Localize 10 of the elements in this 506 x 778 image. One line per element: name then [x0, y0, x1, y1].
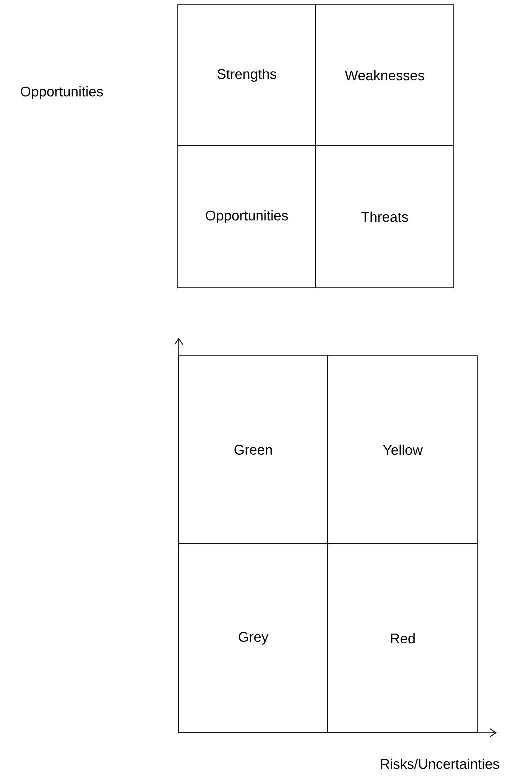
grid-cell: Strengths [178, 4, 316, 146]
axis-label: Opportunities [21, 86, 104, 100]
grid-cell: Threats [316, 146, 454, 288]
grid-cell: Yellow [328, 356, 478, 544]
grid-cell: Grey [178, 544, 328, 734]
axis-label: Risks/Uncertainties [381, 758, 500, 770]
grid-cell: Weaknesses [316, 4, 454, 146]
grid-cell: Opportunities [178, 146, 316, 288]
grid-cell: Red [328, 544, 478, 734]
grid-cell: Green [178, 356, 328, 544]
